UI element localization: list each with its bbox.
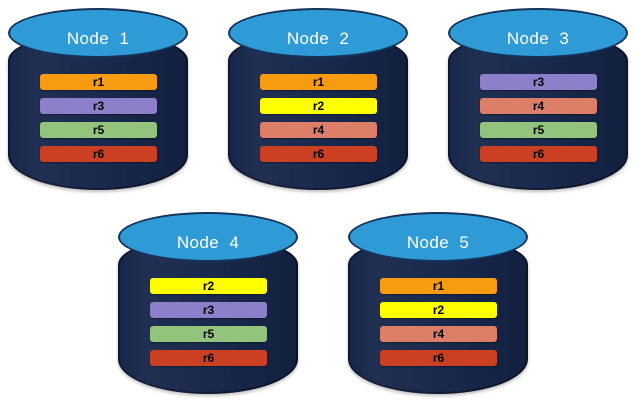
shard-bar[interactable]: r2	[260, 98, 377, 114]
cylinder-top-ellipse	[8, 8, 188, 58]
shard-list: r1 r3 r5 r6	[40, 74, 157, 162]
shard-bar[interactable]: r3	[40, 98, 157, 114]
cylinder-top-ellipse	[348, 212, 528, 262]
node-1[interactable]: Node 1 r1 r3 r5 r6	[8, 8, 188, 193]
cylinder-top-ellipse	[118, 212, 298, 262]
node-label: Node 3	[506, 29, 570, 48]
node-label: Node 5	[406, 233, 470, 252]
shard-bar[interactable]: r1	[380, 278, 497, 294]
shard-bar[interactable]: r5	[480, 122, 597, 138]
shard-bar[interactable]: r6	[480, 146, 597, 162]
node-3[interactable]: Node 3 r3 r4 r5 r6	[448, 8, 628, 193]
shard-bar[interactable]: r2	[380, 302, 497, 318]
node-5[interactable]: Node 5 r1 r2 r4 r6	[348, 212, 528, 397]
shard-bar[interactable]: r3	[480, 74, 597, 90]
shard-list: r1 r2 r4 r6	[260, 74, 377, 162]
shard-bar[interactable]: r4	[380, 326, 497, 342]
cylinder-top-ellipse	[448, 8, 628, 58]
shard-bar[interactable]: r6	[40, 146, 157, 162]
node-2[interactable]: Node 2 r1 r2 r4 r6	[228, 8, 408, 193]
shard-bar[interactable]: r4	[260, 122, 377, 138]
shard-bar[interactable]: r4	[480, 98, 597, 114]
shard-bar[interactable]: r2	[150, 278, 267, 294]
shard-bar[interactable]: r1	[260, 74, 377, 90]
shard-bar[interactable]: r1	[40, 74, 157, 90]
shard-list: r3 r4 r5 r6	[480, 74, 597, 162]
cylinder-top-ellipse	[228, 8, 408, 58]
shard-bar[interactable]: r6	[150, 350, 267, 366]
shard-bar[interactable]: r5	[150, 326, 267, 342]
shard-list: r2 r3 r5 r6	[150, 278, 267, 366]
shard-bar[interactable]: r5	[40, 122, 157, 138]
shard-list: r1 r2 r4 r6	[380, 278, 497, 366]
node-label: Node 4	[176, 233, 240, 252]
node-label: Node 1	[66, 29, 130, 48]
shard-bar[interactable]: r3	[150, 302, 267, 318]
shard-bar[interactable]: r6	[380, 350, 497, 366]
node-4[interactable]: Node 4 r2 r3 r5 r6	[118, 212, 298, 397]
node-label: Node 2	[286, 29, 350, 48]
shard-bar[interactable]: r6	[260, 146, 377, 162]
